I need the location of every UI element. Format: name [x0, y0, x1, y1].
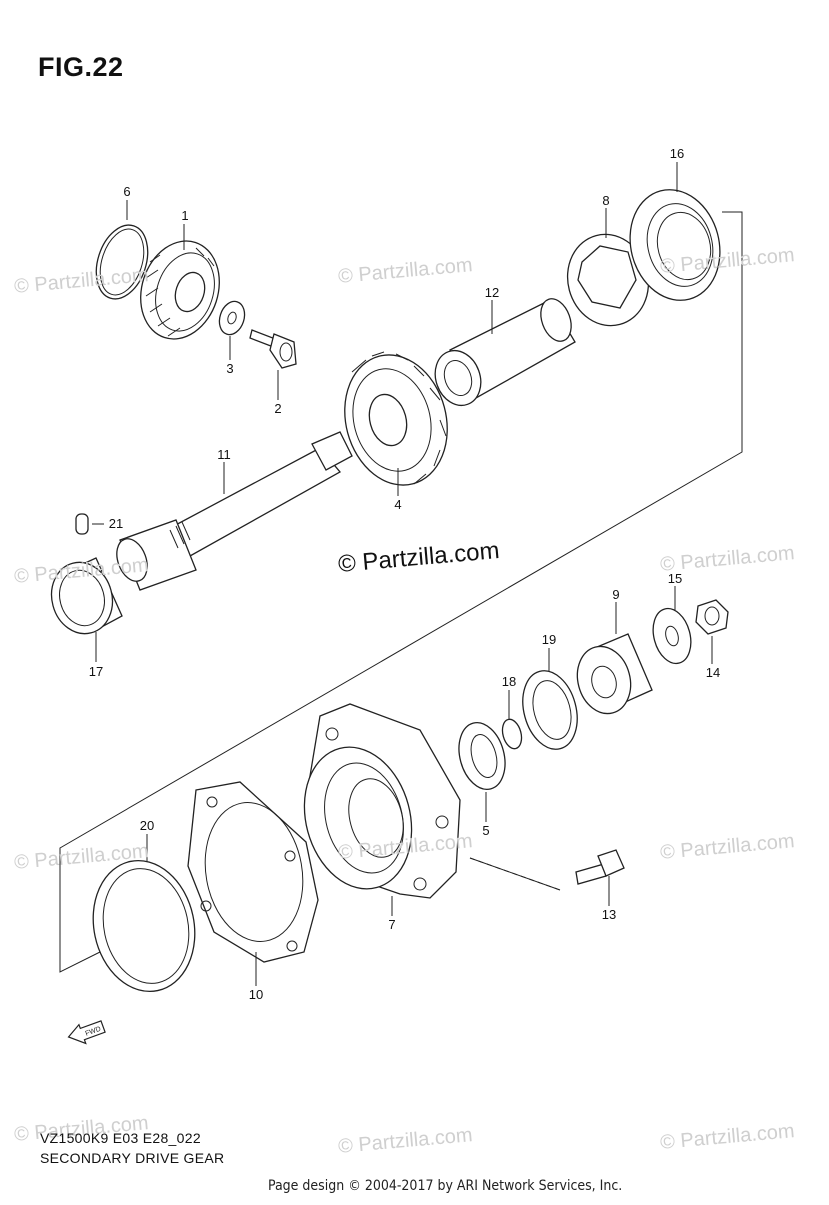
leader-lines	[92, 162, 713, 986]
part-9-coupling	[576, 633, 653, 715]
part-4-bevel-gear	[344, 351, 448, 486]
callout-15: 15	[666, 571, 684, 586]
callout-20: 20	[138, 818, 156, 833]
callout-13: 13	[600, 907, 618, 922]
part-3-washer	[218, 300, 246, 336]
part-19-oil-seal	[522, 670, 578, 750]
part-6-o-ring	[95, 224, 149, 300]
part-15-washer	[652, 607, 692, 665]
callout-12: 12	[483, 285, 501, 300]
callout-21: 21	[107, 516, 125, 531]
part-18-o-ring	[501, 718, 523, 750]
part-8-hex-nut	[566, 233, 650, 327]
callout-19: 19	[540, 632, 558, 647]
callout-18: 18	[500, 674, 518, 689]
part-2-bolt	[249, 329, 297, 369]
part-14-nut	[695, 599, 729, 635]
callout-6: 6	[122, 184, 132, 199]
callout-16: 16	[668, 146, 686, 161]
part-20-shim	[92, 859, 196, 993]
callout-8: 8	[601, 193, 611, 208]
callout-11: 11	[216, 447, 232, 462]
callout-17: 17	[87, 664, 105, 679]
figure-title: FIG.22	[38, 52, 124, 82]
part-7-gear-housing	[303, 703, 461, 899]
fwd-direction-arrow-icon: FWD	[67, 1020, 106, 1045]
part-1-bevel-gear	[140, 240, 220, 340]
part-11-shaft	[116, 431, 353, 591]
part-17-needle-bearing	[50, 557, 123, 635]
callout-1: 1	[180, 208, 190, 223]
part-12-sleeve	[434, 298, 576, 407]
part-5-shim	[458, 722, 506, 790]
callout-5: 5	[481, 823, 491, 838]
callout-9: 9	[611, 587, 621, 602]
part-16-oil-seal	[629, 189, 721, 301]
section-name: SECONDARY DRIVE GEAR	[40, 1150, 225, 1166]
callout-2: 2	[273, 401, 283, 416]
callout-3: 3	[225, 361, 235, 376]
assembly-boundary-lines	[59, 211, 743, 973]
callout-14: 14	[704, 665, 722, 680]
callout-4: 4	[393, 497, 403, 512]
part-13-bolt	[575, 849, 625, 885]
model-code: VZ1500K9 E03 E28_022	[40, 1130, 201, 1146]
part-10-gasket	[187, 781, 319, 963]
page-credit: Page design © 2004-2017 by ARI Network S…	[268, 1178, 623, 1194]
callout-7: 7	[387, 917, 397, 932]
part-21-pin	[75, 513, 89, 535]
callout-10: 10	[247, 987, 265, 1002]
